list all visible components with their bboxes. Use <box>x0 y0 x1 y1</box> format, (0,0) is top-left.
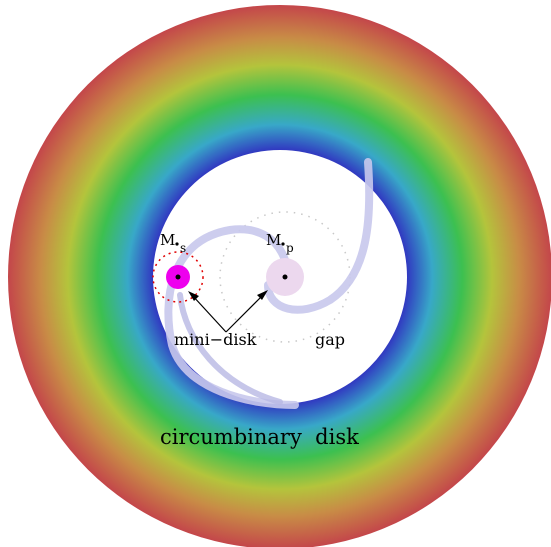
arrowhead-primary <box>257 290 268 300</box>
arrow-to-secondary <box>191 294 227 333</box>
arrowhead-secondary <box>188 291 199 301</box>
secondary-label-dot <box>175 242 179 246</box>
secondary-star <box>175 274 181 280</box>
primary-mass-label: M <box>266 231 281 249</box>
spiral-arm-inner <box>264 158 374 314</box>
arrow-to-primary <box>225 293 265 333</box>
primary-star <box>282 274 288 280</box>
primary-label-dot <box>281 242 285 246</box>
spiral-arm-lower <box>177 292 283 405</box>
secondary-orbit <box>152 251 204 303</box>
circumbinary-disk-label: circumbinary disk <box>160 425 359 449</box>
spiral-arm-outer <box>164 225 299 409</box>
secondary-mass-label: M <box>160 231 175 249</box>
secondary-mass-subscript: s <box>180 241 186 255</box>
mini-disk-label: mini−disk <box>174 330 257 349</box>
primary-mass-subscript: p <box>286 241 294 255</box>
gap-label: gap <box>315 330 345 349</box>
